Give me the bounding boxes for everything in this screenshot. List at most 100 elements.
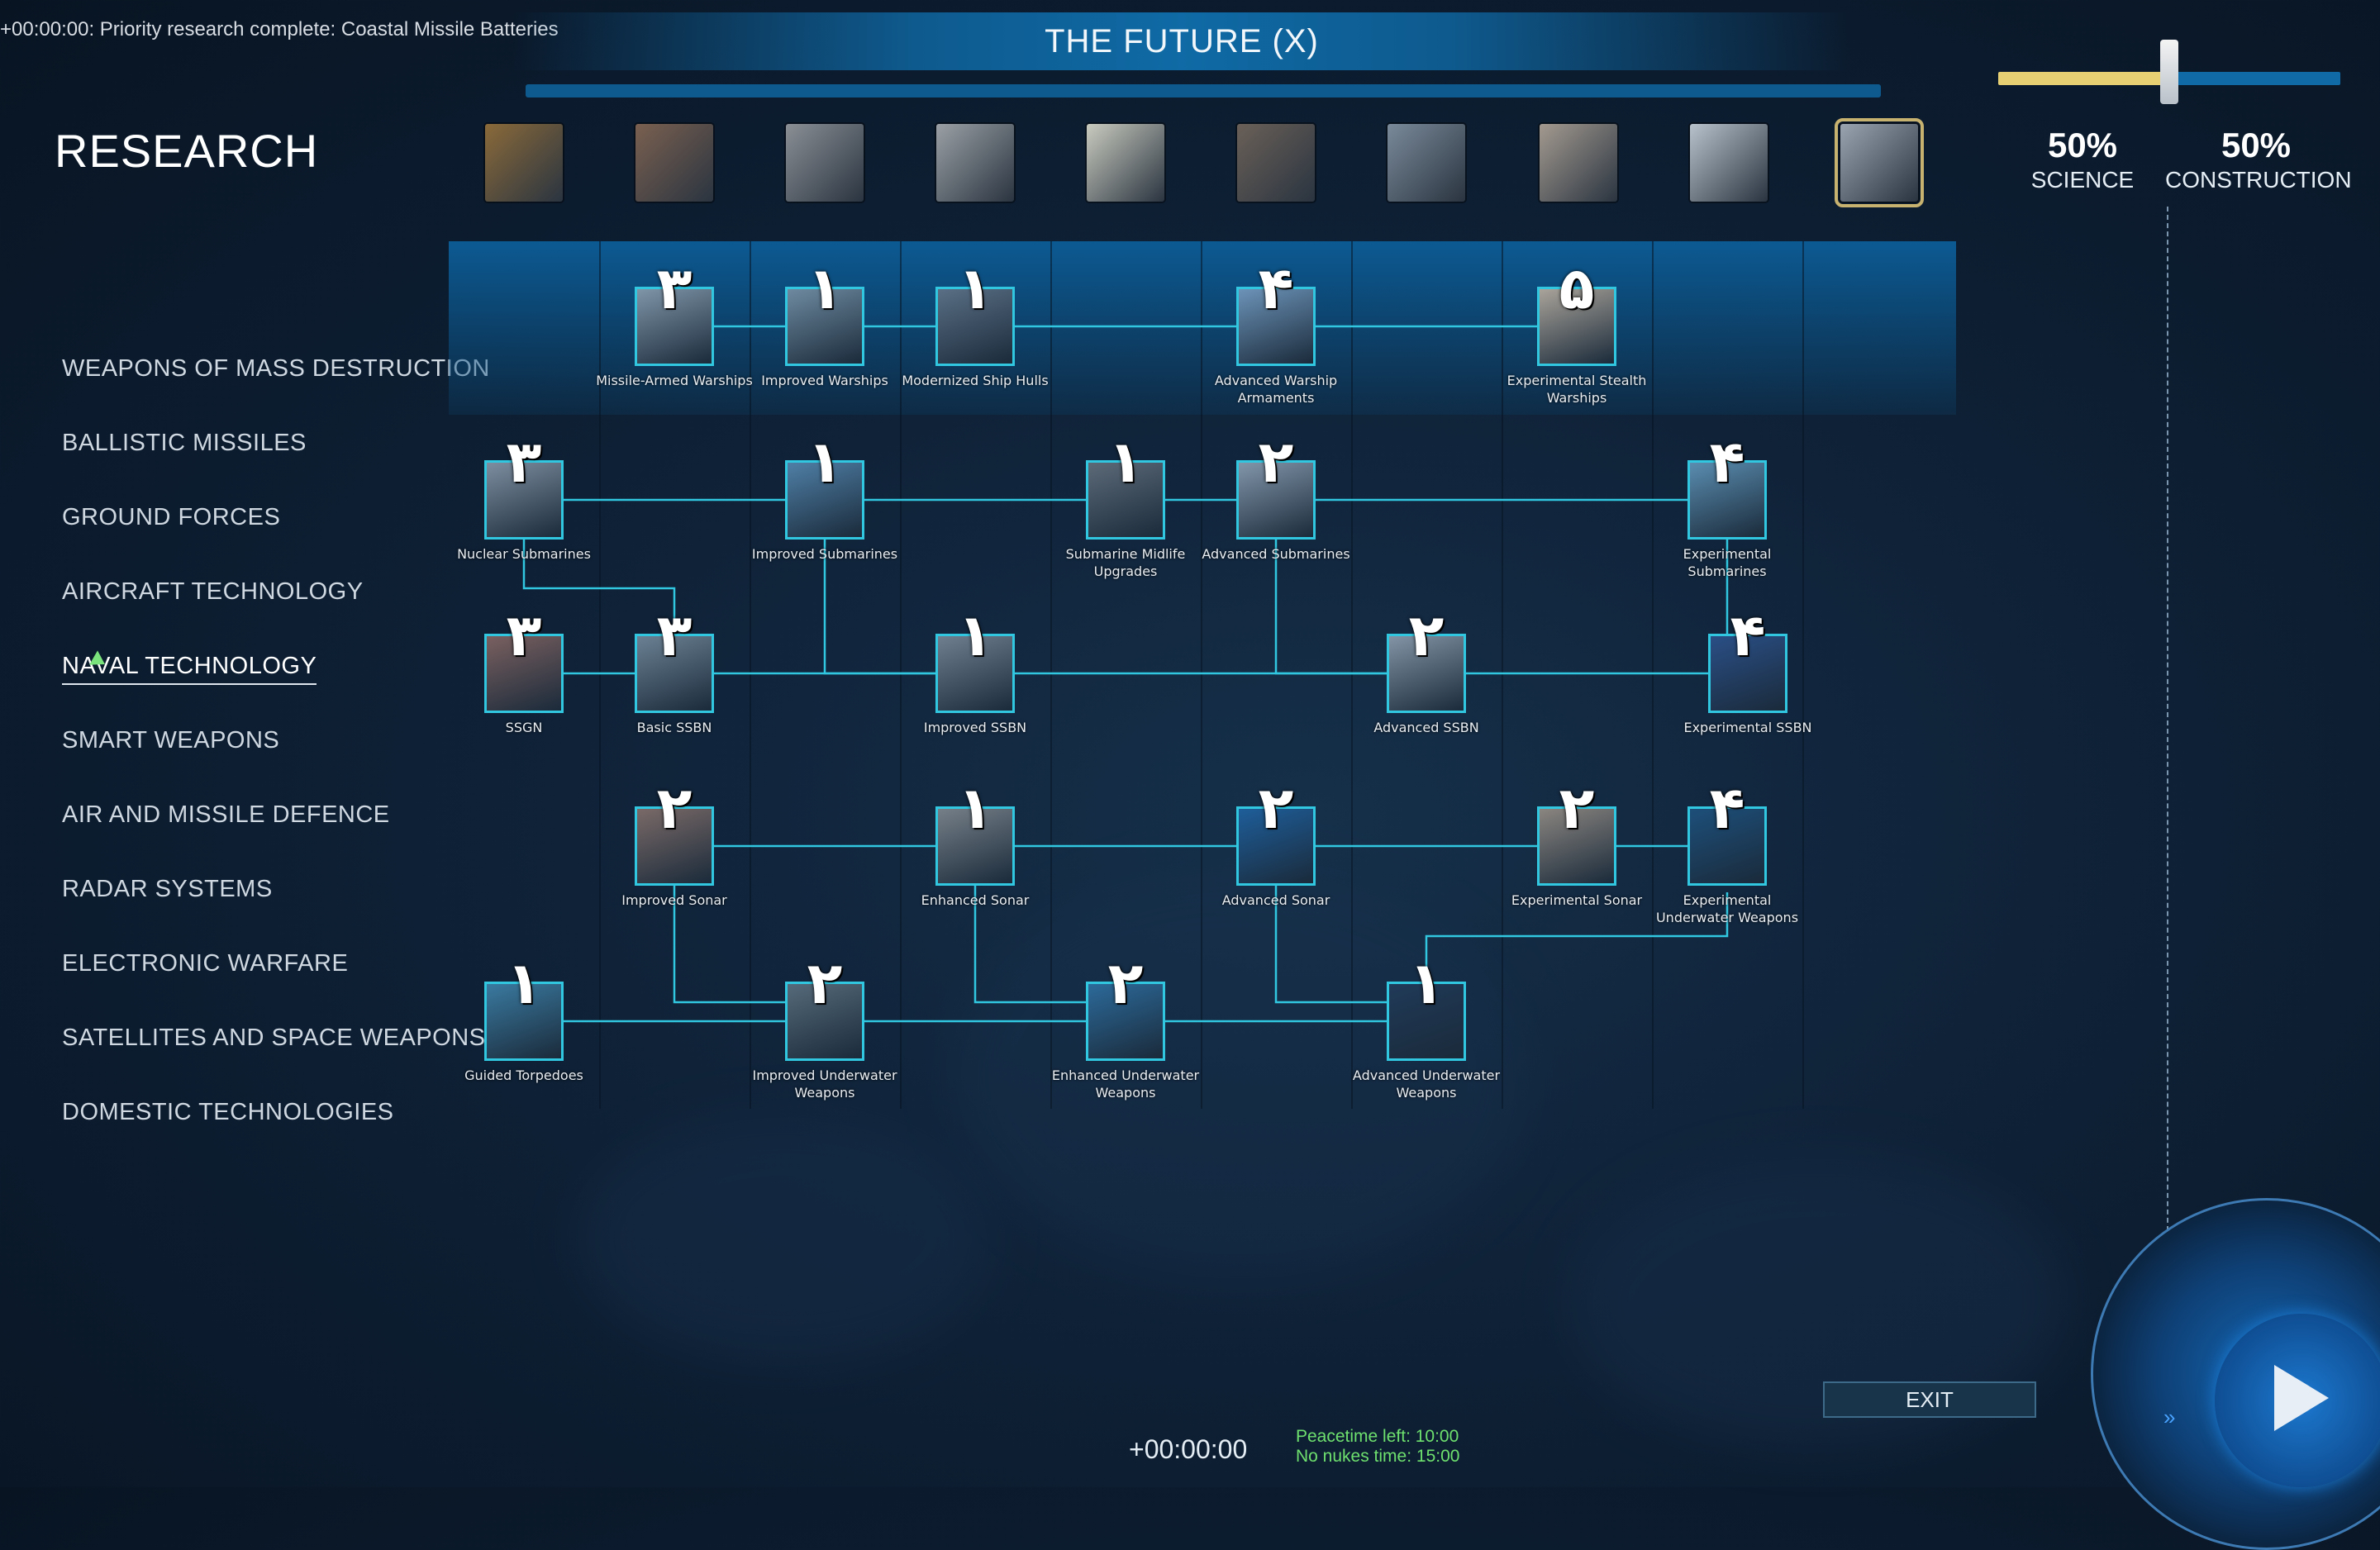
- tech-cost: ۴: [1709, 428, 1745, 496]
- computer-console-icon[interactable]: [635, 124, 713, 202]
- tech-cost: ٢: [807, 949, 843, 1017]
- tech-label: Advanced Submarines: [1202, 546, 1350, 562]
- exit-button[interactable]: EXIT: [1823, 1381, 2036, 1418]
- radio-icon[interactable]: [786, 124, 864, 202]
- category-electronic-warfare[interactable]: ELECTRONIC WARFARE: [62, 950, 349, 977]
- no-nukes-timer: No nukes time: 15:00: [1296, 1447, 1460, 1466]
- science-label: SCIENCE: [2030, 167, 2135, 193]
- category-ground-forces[interactable]: GROUND FORCES: [62, 504, 281, 530]
- game-clock: +00:00:00: [1129, 1434, 1248, 1464]
- laptop-icon[interactable]: [1237, 124, 1315, 202]
- category-aircraft-technology[interactable]: AIRCRAFT TECHNOLOGY: [62, 578, 364, 605]
- tech-cost: ۵: [1559, 254, 1595, 322]
- tech-cost: ٣: [506, 601, 542, 669]
- tech-label: Experimental Sonar: [1511, 892, 1643, 908]
- tech-cost: ١: [957, 254, 993, 322]
- category-smart-weapons[interactable]: SMART WEAPONS: [62, 727, 280, 754]
- tier-separator: [750, 241, 751, 1109]
- tech-label: Experimental Stealth Warships: [1507, 373, 1647, 406]
- tech-label: Experimental Underwater Weapons: [1655, 892, 1799, 925]
- tech-label: Experimental Submarines: [1683, 546, 1772, 579]
- tech-label: Submarine Midlife Upgrades: [1065, 546, 1186, 579]
- category-radar-systems[interactable]: RADAR SYSTEMS: [62, 876, 273, 902]
- construction-label: CONSTRUCTION: [2165, 167, 2352, 193]
- tech-cost: ۴: [1258, 254, 1294, 322]
- tech-label: SSGN: [505, 720, 543, 735]
- smartphone-icon[interactable]: [1388, 124, 1465, 202]
- map-landmass: [578, 1115, 992, 1363]
- era-title: THE FUTURE (X): [512, 12, 1851, 70]
- category-ballistic-missiles[interactable]: BALLISTIC MISSILES: [62, 430, 307, 456]
- future-tech-icon[interactable]: [1835, 118, 1924, 207]
- category-weapons-of-mass-destruction[interactable]: WEAPONS OF MASS DESTRUCTION: [62, 355, 490, 382]
- tech-cost: ٢: [1258, 428, 1294, 496]
- tier-separator: [1652, 241, 1654, 1109]
- tech-cost: ١: [807, 428, 843, 496]
- desktop-pc-icon[interactable]: [1087, 124, 1164, 202]
- tech-label: Improved Sonar: [621, 892, 727, 908]
- tech-label: Improved SSBN: [923, 720, 1027, 735]
- tv-icon[interactable]: [485, 124, 563, 202]
- brick-phone-icon[interactable]: [936, 124, 1014, 202]
- drone-icon[interactable]: [1690, 124, 1768, 202]
- tech-cost: ١: [957, 774, 993, 842]
- allocation-slider-handle[interactable]: [2160, 40, 2178, 104]
- tech-cost: ٢: [1107, 949, 1144, 1017]
- tech-label: Advanced SSBN: [1373, 720, 1479, 735]
- science-allocation-bar[interactable]: [1998, 72, 2172, 85]
- tier-separator: [1050, 241, 1052, 1109]
- play-icon[interactable]: [2274, 1365, 2329, 1431]
- smartwatch-icon[interactable]: [1540, 124, 1617, 202]
- category-naval-technology[interactable]: NAVAL TECHNOLOGY: [62, 653, 317, 685]
- construction-allocation-bar[interactable]: [2172, 72, 2340, 85]
- tech-label: Advanced Sonar: [1221, 892, 1330, 908]
- tech-cost: ۴: [1709, 774, 1745, 842]
- tier-separator: [900, 241, 902, 1109]
- tech-label: Modernized Ship Hulls: [902, 373, 1049, 388]
- page-title: RESEARCH: [55, 125, 319, 177]
- category-satellites-and-space-weapons[interactable]: SATELLITES AND SPACE WEAPONS: [62, 1025, 486, 1051]
- category-air-and-missile-defence[interactable]: AIR AND MISSILE DEFENCE: [62, 801, 390, 828]
- tech-cost: ٣: [506, 428, 542, 496]
- allocation-divider: [2167, 207, 2168, 1239]
- tech-label: Nuclear Submarines: [457, 546, 591, 562]
- event-notification: +00:00:00: Priority research complete: C…: [0, 18, 559, 40]
- tech-cost: ٣: [656, 254, 693, 322]
- tech-cost: ١: [807, 254, 843, 322]
- fast-forward-icon[interactable]: »: [2163, 1405, 2176, 1429]
- tech-cost: ٢: [656, 774, 693, 842]
- tech-label: Advanced Warship Armaments: [1214, 373, 1338, 406]
- tier-separator: [599, 241, 601, 1109]
- tech-label: Improved Warships: [761, 373, 888, 388]
- era-progress-bar: [526, 84, 1881, 97]
- tech-label: Enhanced Underwater Weapons: [1051, 1067, 1200, 1101]
- category-domestic-technologies[interactable]: DOMESTIC TECHNOLOGIES: [62, 1099, 394, 1125]
- tech-label: Experimental SSBN: [1683, 720, 1812, 735]
- tech-cost: ٢: [1258, 774, 1294, 842]
- tech-label: Basic SSBN: [636, 720, 712, 735]
